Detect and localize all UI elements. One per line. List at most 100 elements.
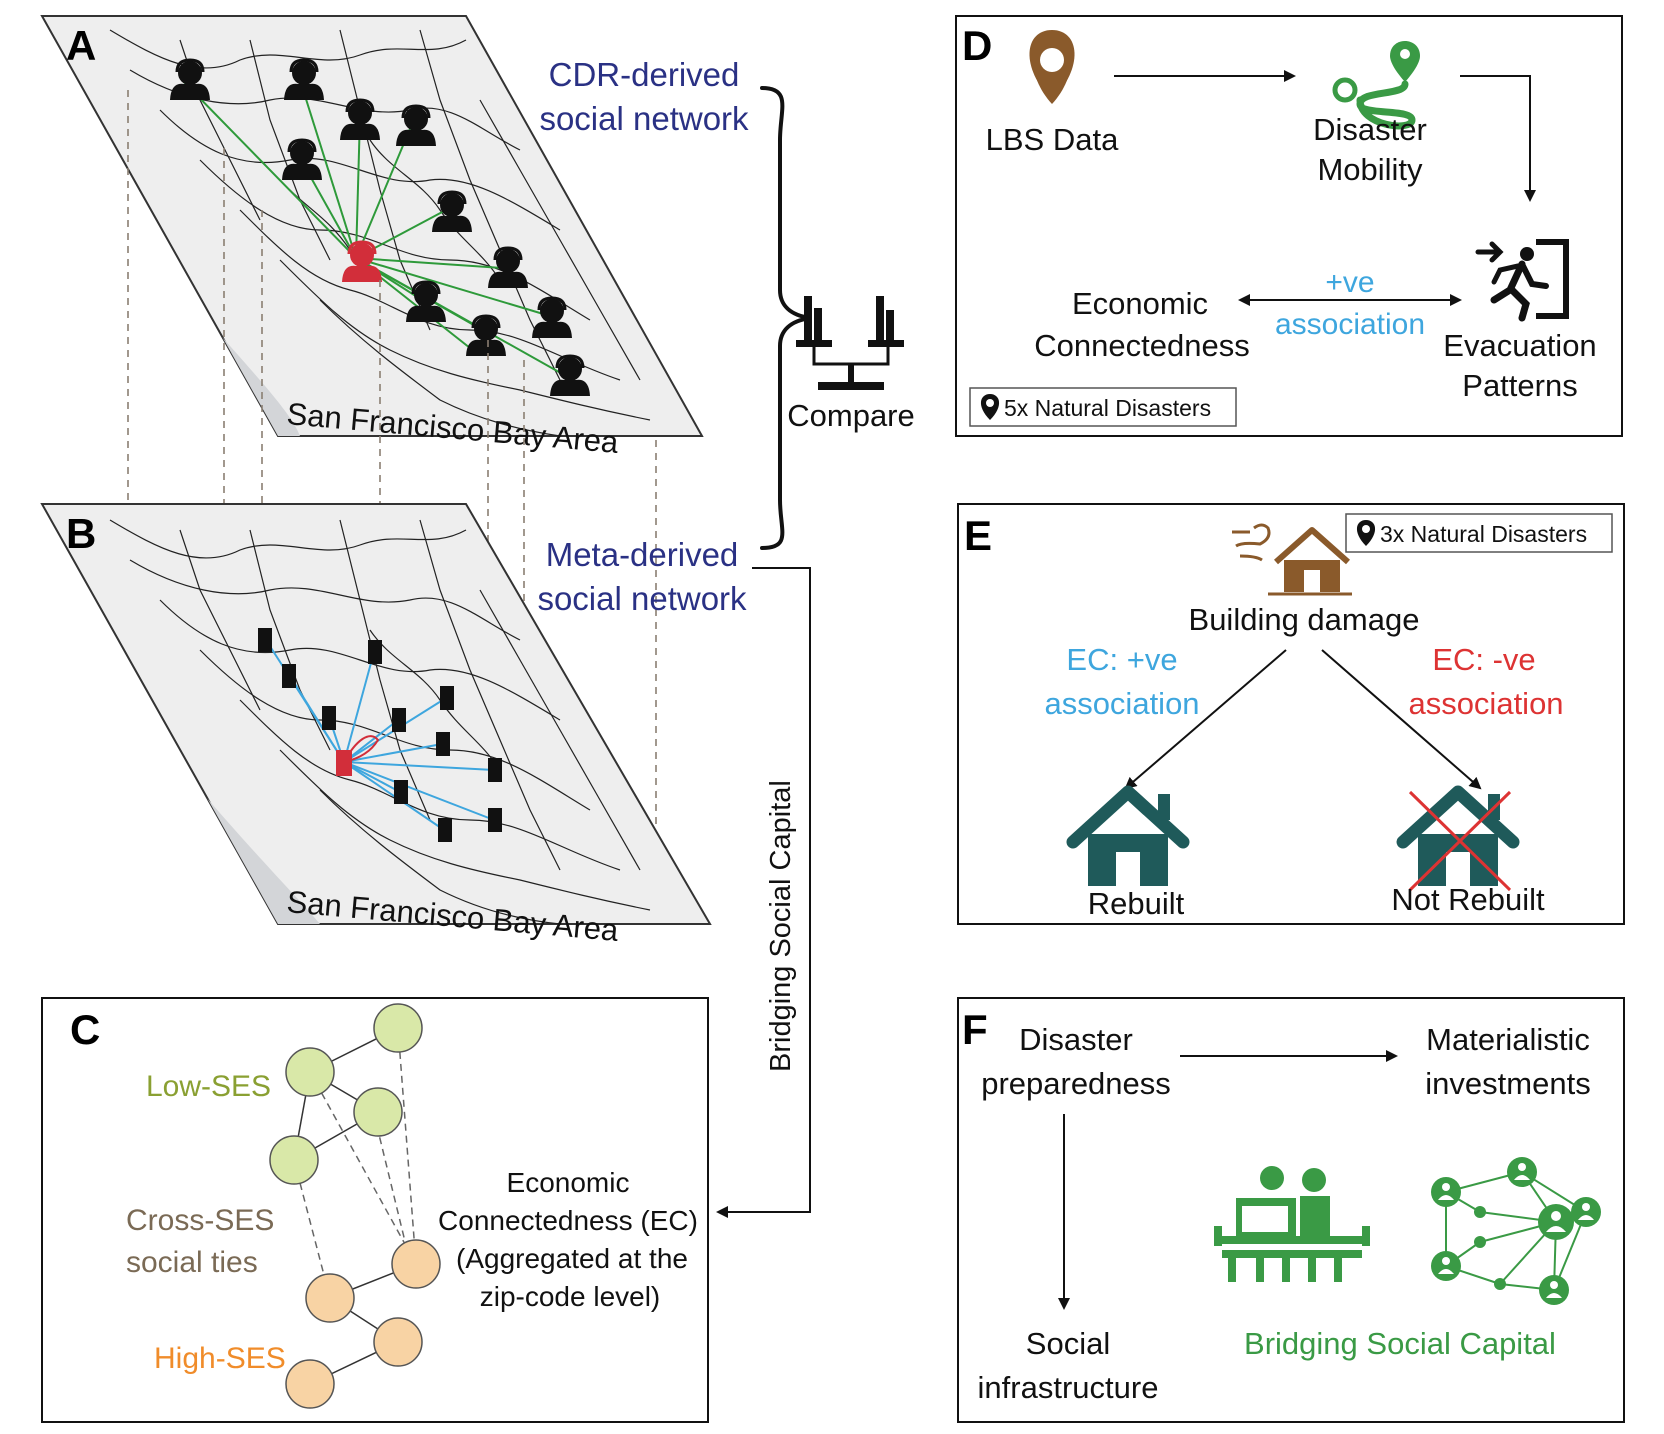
panel-c: C L xyxy=(41,997,709,1423)
bridging-connector-arrow xyxy=(716,567,811,1218)
network-node-icon xyxy=(1494,1278,1506,1290)
route-icon xyxy=(1332,41,1420,130)
mobility-to-evacuation-arrow xyxy=(1460,75,1536,202)
materialistic-label-line1: Materialistic xyxy=(1426,1022,1590,1057)
panel-letter-c: C xyxy=(70,1006,100,1053)
location-pin-icon xyxy=(1029,30,1075,104)
self-loop xyxy=(343,735,380,763)
materialistic-label-line2: investments xyxy=(1425,1066,1590,1101)
panel-letter-e: E xyxy=(964,512,992,559)
network-node-icon xyxy=(1507,1157,1537,1187)
disaster-count-badge-d xyxy=(969,387,1237,427)
panel-e: E 3x Natural Disasters Building damage E… xyxy=(957,503,1625,925)
node-marker xyxy=(258,628,272,652)
panel-letter-d: D xyxy=(962,22,992,69)
cross-ses-label-line1: Cross-SES xyxy=(126,1204,274,1237)
low-ses-node xyxy=(285,1047,335,1097)
meta-ties xyxy=(265,639,495,831)
low-ses-node xyxy=(269,1135,319,1185)
node-marker xyxy=(322,706,336,730)
cross-ses-label-line2: social ties xyxy=(126,1246,258,1279)
network-node-icon xyxy=(1431,1251,1461,1281)
ec-positive-line2: association xyxy=(1044,686,1199,721)
ec-negative-line2: association xyxy=(1408,686,1563,721)
assoc-label-line1: +ve xyxy=(1325,266,1374,299)
assoc-label-line2: association xyxy=(1275,308,1425,341)
node-marker xyxy=(394,780,408,804)
network-node-icon xyxy=(1474,1206,1486,1218)
high-ses-node xyxy=(305,1273,355,1323)
high-ses-node xyxy=(285,1359,335,1409)
high-ses-label: High-SES xyxy=(154,1342,286,1375)
building-damage-label: Building damage xyxy=(1189,602,1420,637)
ec-label-line4: zip-code level) xyxy=(480,1281,661,1312)
panel-letter-a: A xyxy=(66,22,96,69)
bridging-vertical-label: Bridging Social Capital xyxy=(765,780,797,1072)
cross-out-icon xyxy=(1408,790,1512,892)
cross-ses-ties xyxy=(293,1027,417,1299)
panel-d: D LBS Data Disaster Mobility Ev xyxy=(955,15,1623,437)
node-marker xyxy=(368,640,382,664)
compare-label: Compare xyxy=(787,398,915,433)
high-ses-node xyxy=(373,1317,423,1367)
ec-label-line2: Connectedness (EC) xyxy=(438,1205,698,1236)
node-marker xyxy=(488,808,502,832)
node-marker xyxy=(392,708,406,732)
network-node-icon xyxy=(1431,1177,1461,1207)
low-ses-nodes xyxy=(269,1003,423,1185)
node-marker xyxy=(440,686,454,710)
ec-negative-line1: EC: -ve xyxy=(1432,642,1535,677)
bridging-capital-label: Bridging Social Capital xyxy=(1244,1326,1556,1361)
lbs-data-label: LBS Data xyxy=(986,122,1119,157)
compare-icon xyxy=(796,296,904,390)
mobility-label-line1: Disaster xyxy=(1313,112,1427,147)
focal-node-marker xyxy=(336,750,352,776)
network-node-icon xyxy=(1538,1204,1574,1240)
disaster-count-badge-e xyxy=(1345,513,1613,553)
ec-label-line1: Economic xyxy=(507,1167,630,1198)
econ-label-line1: Economic xyxy=(1072,286,1208,321)
network-person-glyphs xyxy=(1438,1163,1594,1298)
ec-label-line3: (Aggregated at the xyxy=(456,1243,688,1274)
book-icon xyxy=(1238,1202,1292,1236)
rebuilt-label: Rebuilt xyxy=(1088,886,1185,921)
evacuation-label-line1: Evacuation xyxy=(1443,328,1596,363)
damaged-house-icon xyxy=(1232,523,1352,596)
panel-f: F Disaster preparedness Materialistic in… xyxy=(957,997,1625,1423)
low-ses-node xyxy=(373,1003,423,1053)
panel-c-frame xyxy=(41,997,709,1423)
node-marker xyxy=(488,758,502,782)
high-ses-node xyxy=(391,1239,441,1289)
badge-label-d: 5x Natural Disasters xyxy=(1004,395,1211,421)
meta-nodes xyxy=(258,628,502,842)
node-marker xyxy=(282,664,296,688)
meta-label-line1: Meta-derived xyxy=(546,536,739,573)
low-ses-node xyxy=(353,1087,403,1137)
panel-f-frame xyxy=(957,997,1625,1423)
badge-label-e: 3x Natural Disasters xyxy=(1380,521,1587,547)
cdr-label-line2: social network xyxy=(539,100,749,137)
to-not-rebuilt-arrow xyxy=(1321,649,1482,790)
panel-d-frame xyxy=(955,15,1623,437)
high-ses-nodes xyxy=(285,1239,441,1409)
compare-brace xyxy=(760,86,811,550)
network-node-icon xyxy=(1571,1197,1601,1227)
meta-label-line2: social network xyxy=(537,580,747,617)
map-boundaries-b xyxy=(109,519,651,924)
cdr-label-line1: CDR-derived xyxy=(549,56,740,93)
network-node-icon xyxy=(1474,1236,1486,1248)
preparedness-label-line1: Disaster xyxy=(1019,1022,1133,1057)
panel-letter-b: B xyxy=(66,510,96,557)
mobility-label-line2: Mobility xyxy=(1317,152,1423,187)
exit-icon xyxy=(1475,239,1569,322)
econ-label-line2: Connectedness xyxy=(1034,328,1249,363)
preparedness-label-line2: preparedness xyxy=(981,1066,1171,1101)
to-rebuilt-arrow xyxy=(1124,649,1287,790)
social-infra-label-line2: infrastructure xyxy=(978,1370,1159,1405)
panel-letter-f: F xyxy=(962,1006,988,1053)
low-ses-label: Low-SES xyxy=(146,1070,271,1103)
ec-positive-line1: EC: +ve xyxy=(1066,642,1177,677)
not-rebuilt-label: Not Rebuilt xyxy=(1391,882,1545,917)
social-infra-label-line1: Social xyxy=(1026,1326,1110,1361)
